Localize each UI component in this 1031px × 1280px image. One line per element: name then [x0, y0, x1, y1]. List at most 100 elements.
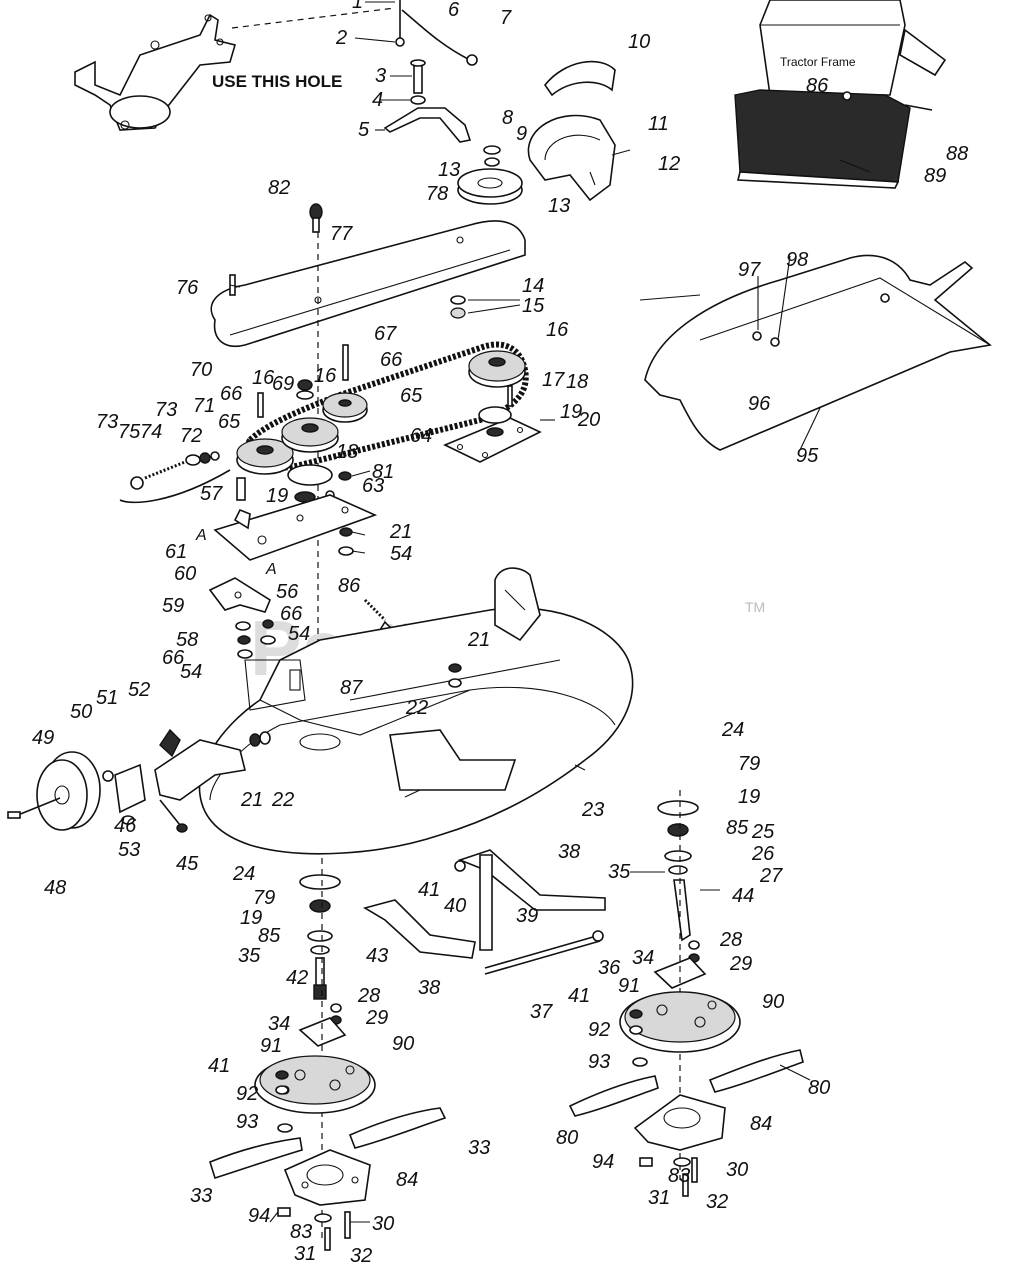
callout-22-b: 22 [271, 789, 294, 811]
callout-80-a: 80 [808, 1077, 830, 1099]
washer-21-c [249, 733, 261, 747]
washer-54-b [260, 635, 276, 645]
callout-24-b: 24 [232, 863, 255, 885]
wheel-bracket [102, 728, 246, 833]
callout-88: 88 [946, 143, 968, 165]
callout-75: 75 [118, 421, 141, 443]
callout-64: 64 [410, 425, 432, 447]
callout-41-b: 41 [568, 985, 590, 1007]
callout-92-b: 92 [588, 1019, 610, 1041]
bolt-32-b [682, 1173, 689, 1197]
callout-42: 42 [286, 967, 308, 989]
bolt-82 [309, 203, 323, 233]
callout-93-a: 93 [236, 1111, 258, 1133]
callout-45: 45 [176, 853, 199, 875]
callout-92-a: 92 [236, 1083, 258, 1105]
callout-12: 12 [658, 153, 680, 175]
callout-36: 36 [598, 957, 621, 979]
callout-80-b: 80 [556, 1127, 578, 1149]
callout-67: 67 [374, 323, 397, 345]
callout-1: 1 [352, 0, 363, 13]
callout-66-b: 66 [220, 383, 243, 405]
callout-35-b: 35 [608, 861, 631, 883]
callout-94-b: 94 [592, 1151, 614, 1173]
cable-assembly [395, 0, 478, 66]
callout-5: 5 [358, 119, 370, 141]
callout-60: 60 [174, 563, 196, 585]
callout-97: 97 [738, 259, 761, 281]
washer-21-a [339, 527, 353, 537]
callout-18-a: 18 [566, 371, 588, 393]
callout-41-a: 41 [418, 879, 440, 901]
bolt-94-b [639, 1157, 653, 1167]
callout-18-b: 18 [336, 441, 358, 463]
callout-37: 37 [530, 1001, 553, 1023]
callout-16-a: 16 [546, 319, 569, 341]
callout-20: 20 [577, 409, 600, 431]
callout-95: 95 [796, 445, 819, 467]
callout-74: 74 [140, 421, 162, 443]
nut-69 [297, 379, 313, 391]
callout-91-b: 91 [618, 975, 640, 997]
bolt-17 [507, 385, 513, 407]
callout-11: 11 [648, 113, 669, 135]
callout-35-a: 35 [238, 945, 261, 967]
washer-16 [296, 390, 314, 400]
blade-left-a [209, 1137, 303, 1180]
callout-44: 44 [732, 885, 754, 907]
callout-15: 15 [522, 295, 545, 317]
callout-A-a: A [195, 527, 207, 544]
callout-85-a: 85 [726, 817, 749, 839]
nut-66-c [262, 619, 274, 629]
washer-83-a [314, 1213, 332, 1223]
callout-31-b: 31 [648, 1187, 670, 1209]
callout-93-b: 93 [588, 1051, 610, 1073]
callout-96: 96 [748, 393, 771, 415]
callout-10: 10 [628, 31, 650, 53]
hole-note: USE THIS HOLE [212, 72, 342, 91]
callout-29-a: 29 [729, 953, 752, 975]
callout-65-a: 65 [400, 385, 423, 407]
callout-65-b: 65 [218, 411, 241, 433]
washer-21-b [448, 663, 462, 673]
frame-label: Tractor Frame [780, 55, 856, 69]
mower-deck [198, 607, 634, 855]
callout-77: 77 [330, 223, 353, 245]
trademark: TM [745, 599, 765, 615]
callout-73-b: 73 [155, 399, 177, 421]
callout-25: 25 [751, 821, 775, 843]
gauge-wheel [7, 751, 101, 831]
callout-51: 51 [96, 687, 118, 709]
callout-26: 26 [751, 843, 775, 865]
callout-19-a: 19 [560, 401, 582, 423]
callout-53: 53 [118, 839, 140, 861]
deck-hanger-links [362, 849, 606, 975]
deck-cover [210, 220, 526, 347]
spindle-housing-left [283, 1149, 371, 1206]
callout-4: 4 [372, 89, 383, 111]
washer-54-c [338, 546, 354, 556]
bolt-30-b [691, 1157, 698, 1183]
callout-9: 9 [516, 123, 527, 145]
blade-left-b [348, 1107, 447, 1149]
nut-14 [450, 295, 466, 305]
washer-58 [235, 621, 251, 631]
leader-lines [229, 1, 871, 1223]
callout-72: 72 [180, 425, 202, 447]
callout-52: 52 [128, 679, 150, 701]
bolt-66-a [257, 392, 264, 418]
callout-78: 78 [426, 183, 448, 205]
callout-83-b: 83 [668, 1165, 690, 1187]
callout-66-d: 66 [162, 647, 185, 669]
callouts: 1 2 3 4 5 6 7 8 9 10 11 12 13 13 14 15 1… [32, 0, 968, 1267]
belt-guard [544, 60, 616, 97]
callout-34-a: 34 [268, 1013, 290, 1035]
callout-16-c: 16 [314, 365, 337, 387]
bearing-plate-20 [443, 406, 542, 463]
callout-34-b: 34 [632, 947, 654, 969]
callout-84-a: 84 [396, 1169, 418, 1191]
callout-66-c: 66 [280, 603, 303, 625]
callout-56: 56 [276, 581, 299, 603]
spindle-housing-right [633, 1094, 726, 1151]
